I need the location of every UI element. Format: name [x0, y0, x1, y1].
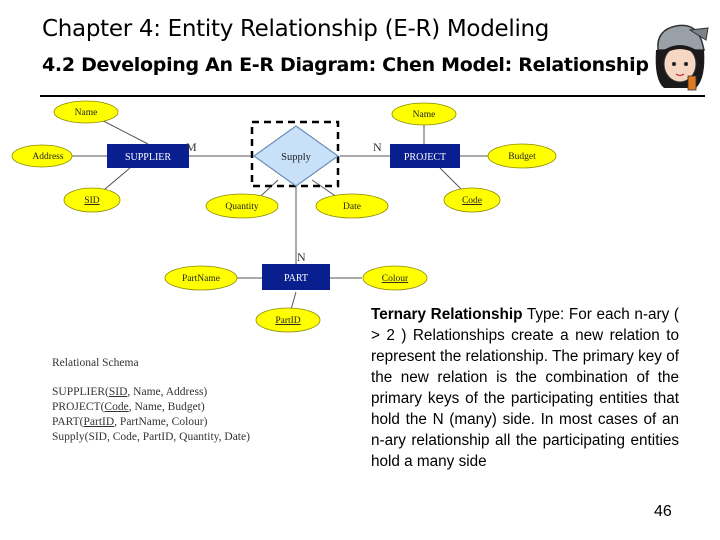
entity-part [262, 264, 330, 290]
schema-row-supplier: SUPPLIER(SID, Name, Address) [52, 385, 250, 400]
schema-primary-key: SID [108, 386, 128, 398]
attribute-supplier-name-label: Name [75, 108, 98, 118]
attribute-supplier-sid-label: SID [84, 196, 99, 206]
title-divider [40, 95, 705, 97]
attribute-date [315, 193, 389, 219]
attribute-quantity-label: Quantity [225, 202, 258, 212]
schema-open-paren: ( [79, 416, 84, 428]
attribute-part-name [164, 265, 238, 291]
attribute-part-name-label: PartName [182, 274, 220, 284]
schema-open-paren: ( [100, 401, 105, 413]
relationship-supply-label: Supply [281, 152, 312, 163]
schema-columns: , Name, Address) [127, 386, 208, 398]
attribute-supplier-address-label: Address [32, 152, 63, 162]
page-number: 46 [654, 503, 672, 520]
relationship-supply-diamond [252, 125, 340, 187]
entity-part-label: PART [284, 273, 308, 284]
attribute-part-id [255, 307, 321, 333]
schema-columns: , Name, Budget) [128, 401, 205, 413]
schema-open-paren: ( [84, 431, 89, 443]
cardinality-part: N [297, 250, 306, 264]
schema-heading: Relational Schema [52, 357, 139, 369]
schema-table-name: Supply [52, 431, 85, 443]
attribute-part-colour [362, 265, 428, 291]
schema-primary-key: PartID [83, 416, 115, 428]
schema-table-name: SUPPLIER [52, 386, 106, 398]
attribute-supplier-name [53, 100, 119, 124]
description-body: Type: For each n-ary ( > 2 ) Relationshi… [371, 306, 679, 470]
attribute-supplier-address [11, 144, 73, 168]
cardinality-supplier: M [186, 140, 197, 154]
cardinality-project: N [373, 140, 382, 154]
attribute-project-code-label: Code [462, 196, 482, 206]
schema-open-paren: ( [105, 386, 109, 398]
slide-subtitle: 4.2 Developing An E-R Diagram: Chen Mode… [42, 54, 649, 76]
schema-row-part: PART(PartID, PartName, Colour) [52, 415, 250, 430]
schema-row-supply: Supply(SID, Code, PartID, Quantity, Date… [52, 430, 250, 445]
schema-columns: , PartName, Colour) [114, 416, 208, 428]
cartoon-avatar-icon [655, 24, 709, 91]
attribute-project-name [391, 102, 457, 126]
schema-table-name: PART [52, 416, 80, 428]
entity-supplier [107, 144, 189, 168]
attribute-date-label: Date [343, 202, 361, 212]
attribute-supplier-sid [63, 187, 121, 213]
attribute-project-name-label: Name [413, 110, 436, 120]
entity-project [390, 144, 460, 168]
schema-row-project: PROJECT(Code, Name, Budget) [52, 400, 250, 415]
description-lead: Ternary Relationship [371, 306, 523, 323]
attribute-part-id-label: PartID [275, 316, 300, 326]
attribute-project-budget [487, 143, 557, 169]
attribute-project-budget-label: Budget [508, 152, 536, 162]
slide-title: Chapter 4: Entity Relationship (E-R) Mod… [42, 16, 550, 42]
entity-supplier-label: SUPPLIER [125, 152, 171, 163]
attribute-part-colour-label: Colour [382, 274, 409, 284]
attribute-project-code [443, 187, 501, 213]
schema-table-name: PROJECT [52, 401, 101, 413]
schema-primary-key: Code [104, 401, 129, 413]
attribute-quantity [205, 193, 279, 219]
description-paragraph: Ternary Relationship Type: For each n-ar… [371, 304, 679, 472]
relational-schema: Relational Schema SUPPLIER(SID, Name, Ad… [52, 356, 250, 445]
schema-columns: SID, Code, PartID, Quantity, Date) [88, 431, 250, 443]
entity-project-label: PROJECT [404, 152, 446, 163]
